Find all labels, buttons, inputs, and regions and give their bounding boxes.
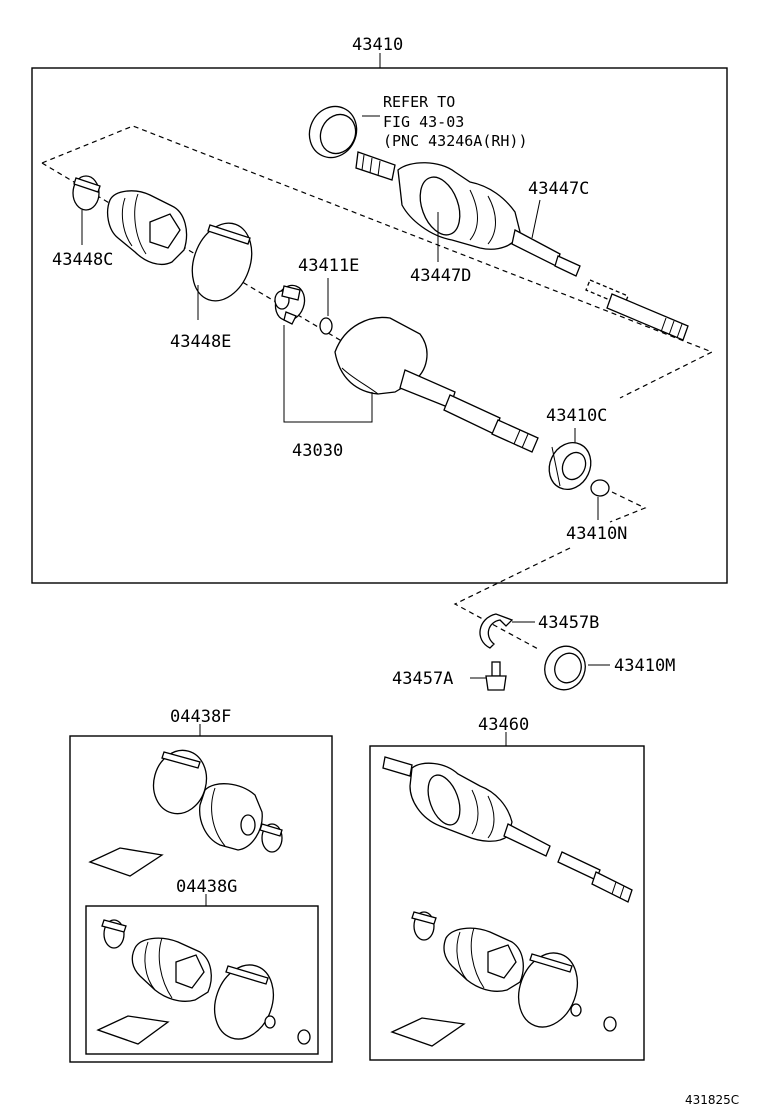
inboard-boot-part — [107, 190, 188, 266]
kit-g-clamp-part — [101, 919, 127, 949]
kit-g-grease-pack — [96, 1015, 170, 1045]
shaft-kit-grease-pack — [390, 1017, 466, 1047]
label-04438F[interactable]: 04438F — [170, 707, 231, 727]
label-43447D[interactable]: 43447D — [410, 266, 471, 286]
label-assembly[interactable]: 43410 — [352, 35, 403, 55]
outboard-shaft-part — [355, 151, 689, 341]
kit-f-boot-part — [199, 783, 263, 851]
shaft-kit-clamp-part — [411, 911, 437, 941]
kit-g-snap-part — [297, 1029, 311, 1045]
kit-g-ring-part — [264, 1015, 276, 1029]
kit-04438F-frame — [69, 735, 333, 1063]
small-clamp-part — [72, 175, 101, 211]
kit-04438G-frame — [85, 905, 319, 1055]
shaft-kit-band-part — [518, 952, 578, 1028]
label-43448C[interactable]: 43448C — [52, 250, 113, 270]
label-43410N[interactable]: 43410N — [566, 524, 627, 544]
oil-seal-part — [544, 645, 586, 691]
label-43411E[interactable]: 43411E — [298, 256, 359, 276]
refer-note-line2: FIG 43-03 — [383, 113, 464, 131]
snap-ring-n-part — [590, 479, 610, 497]
label-43410M[interactable]: 43410M — [614, 656, 675, 676]
label-43448E[interactable]: 43448E — [170, 332, 231, 352]
tripod-joint-part — [274, 284, 306, 325]
label-43460[interactable]: 43460 — [478, 715, 529, 735]
kit-f-clamp-part — [259, 823, 283, 853]
snap-ring-part — [319, 317, 333, 335]
label-43410C[interactable]: 43410C — [546, 406, 607, 426]
shaft-assembly-frame — [369, 745, 645, 1061]
dust-seal-part — [308, 105, 358, 159]
label-43030[interactable]: 43030 — [292, 441, 343, 461]
refer-note-line3: (PNC 43246A(RH)) — [383, 132, 528, 150]
bolt-part — [485, 661, 507, 691]
shaft-kit-ring-part — [570, 1003, 582, 1017]
retainer-ring-part — [479, 613, 514, 649]
label-43457A[interactable]: 43457A — [392, 669, 453, 689]
label-04438G[interactable]: 04438G — [176, 877, 237, 897]
kit-f-band-part — [152, 749, 208, 815]
kit-dashed-outline — [41, 125, 714, 399]
shaft-kit-boot-part — [443, 927, 524, 992]
bearing-part — [548, 442, 592, 490]
diagram-code: 431825C — [685, 1093, 739, 1107]
kit-g-band-part — [214, 964, 274, 1040]
large-band-part — [191, 222, 253, 302]
kit-g-boot-part — [131, 937, 212, 1002]
kit-f-grease-pack — [88, 847, 164, 877]
label-43447C[interactable]: 43447C — [528, 179, 589, 199]
label-43457B[interactable]: 43457B — [538, 613, 599, 633]
shaft-assembly-part — [382, 756, 633, 903]
shaft-kit-snap-part — [603, 1016, 617, 1032]
inboard-joint-part — [334, 316, 539, 453]
refer-note-line1: REFER TO — [383, 93, 455, 111]
